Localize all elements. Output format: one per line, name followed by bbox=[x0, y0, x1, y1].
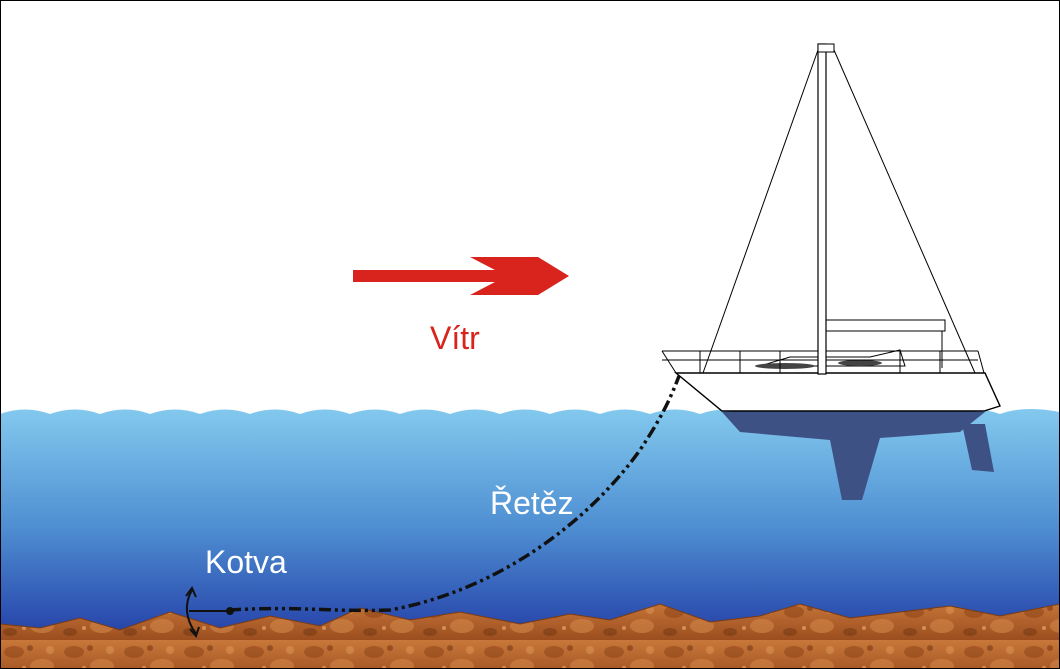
wind-label: Vítr bbox=[430, 320, 480, 356]
mast bbox=[817, 43, 827, 375]
chain-label: Řetěz bbox=[490, 485, 574, 521]
sailboat-icon bbox=[661, 43, 1001, 500]
water bbox=[0, 408, 1060, 669]
seabed bbox=[0, 603, 1060, 669]
wind-arrow-icon bbox=[353, 257, 569, 295]
forestay bbox=[702, 49, 819, 374]
hull-underwater bbox=[722, 408, 985, 500]
anchor-label: Kotva bbox=[205, 544, 287, 580]
cabin-window bbox=[838, 360, 882, 366]
anchor-icon bbox=[185, 586, 234, 638]
sky bbox=[0, 0, 1060, 420]
backstay bbox=[833, 49, 976, 374]
cabin-window bbox=[755, 363, 815, 369]
hull bbox=[674, 372, 1001, 412]
bimini bbox=[825, 319, 946, 332]
rudder bbox=[962, 424, 994, 472]
anchor-chain bbox=[228, 375, 681, 613]
mast-top bbox=[817, 43, 835, 53]
